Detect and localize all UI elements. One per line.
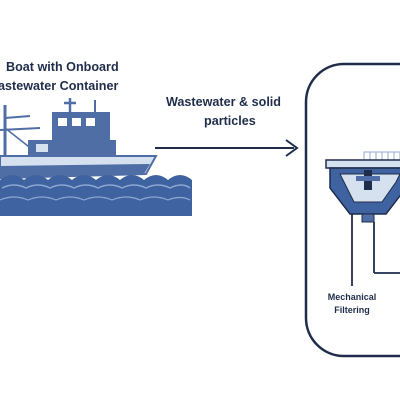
flow-label-line2: particles [204, 114, 256, 128]
boat-label-line2: astewater Container [0, 79, 118, 93]
filter-tank-icon [325, 151, 400, 223]
flow-arrow [155, 139, 299, 157]
treatment-container [304, 62, 400, 358]
water-waves-icon [0, 175, 192, 216]
step-label-line1: Mechanical [328, 292, 377, 302]
boat-label-line1: Boat with Onboard [6, 60, 119, 74]
drain-pipe [351, 214, 400, 286]
flow-label-line1: Wastewater & solid [166, 95, 281, 109]
fishing-boat-icon [0, 98, 158, 180]
step-label-line2: Filtering [334, 305, 370, 315]
